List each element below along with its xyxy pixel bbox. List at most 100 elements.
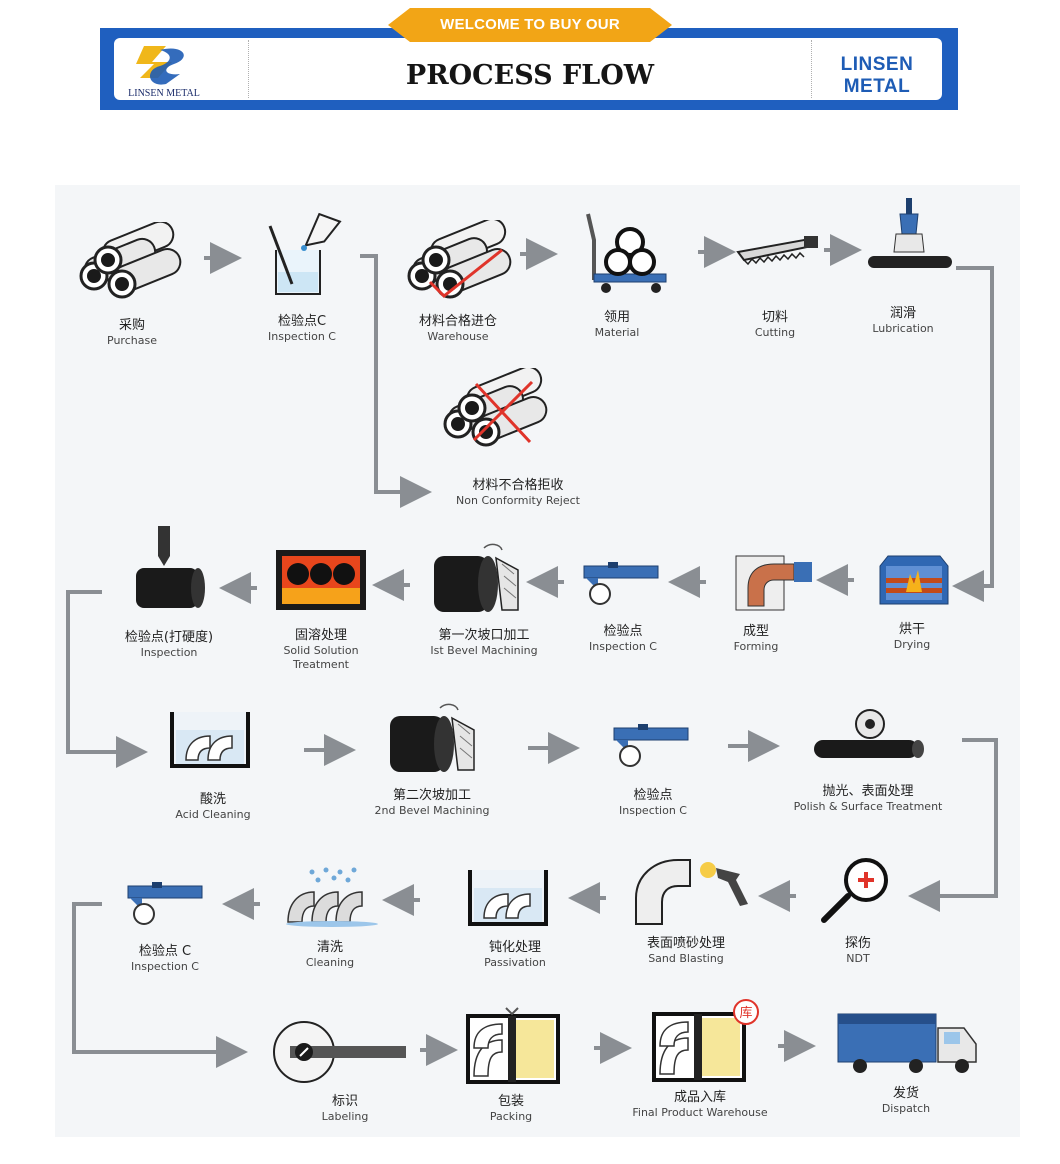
- step-hardness: [130, 522, 210, 614]
- label-cn: 烘干: [898, 622, 925, 637]
- step-cutting: [734, 232, 820, 268]
- step-bevel2: [386, 700, 478, 776]
- passivation-tank-icon: [468, 870, 548, 926]
- label-cn: 领用: [603, 310, 630, 325]
- step-cleaning: [282, 866, 382, 928]
- caliper-icon: [613, 724, 689, 767]
- step-inspection-c4: [124, 880, 204, 928]
- label-en: 2nd Bevel Machining: [374, 804, 490, 817]
- step-sand: [632, 852, 752, 926]
- elbow-forming-icon: [735, 555, 812, 611]
- label-cn: 钝化处理: [488, 940, 541, 955]
- step-dispatch: [836, 1010, 986, 1074]
- label-inspection-c3: 检验点 Inspection C: [598, 788, 708, 818]
- label-cutting: 切料 Cutting: [732, 310, 818, 340]
- label-en: Inspection C: [619, 804, 687, 817]
- label-cn: 成品入库: [673, 1090, 726, 1105]
- acid-tank-icon: [170, 712, 250, 768]
- step-inspection-c3: [610, 722, 690, 770]
- label-en: Lubrication: [872, 322, 934, 335]
- label-en: Acid Cleaning: [175, 808, 251, 821]
- label-cn: 检验点 C: [138, 944, 192, 959]
- label-solid-solution: 固溶处理 Solid Solution Treatment: [266, 628, 376, 672]
- step-solid-solution: [274, 548, 368, 612]
- step-bevel1: [430, 540, 522, 616]
- label-en: Labeling: [321, 1110, 369, 1123]
- saw-icon: [736, 236, 818, 266]
- step-labeling: [270, 1018, 410, 1088]
- step-purchase: [76, 222, 186, 302]
- label-en: Inspection: [140, 646, 198, 659]
- label-inspection-c1: 检验点C Inspection C: [250, 314, 354, 344]
- step-material: [584, 210, 670, 296]
- step-reject: [440, 368, 554, 452]
- step-packing: [466, 1002, 560, 1084]
- label-en: Cleaning: [305, 956, 355, 969]
- stocked-package-icon: 库: [652, 999, 759, 1082]
- label-inspection-c4: 检验点 C Inspection C: [110, 944, 220, 974]
- company-logo: LINSEN METAL: [114, 40, 248, 99]
- label-cn: 抛光、表面处理: [822, 784, 914, 799]
- label-cn: 标识: [331, 1094, 358, 1109]
- label-material: 领用 Material: [574, 310, 660, 340]
- label-acid: 酸洗 Acid Cleaning: [158, 792, 268, 822]
- label-cn: 采购: [118, 318, 145, 333]
- polisher-icon: [814, 709, 924, 758]
- warehouse-stamp: 库: [739, 1005, 752, 1021]
- caliper-icon: [583, 562, 659, 605]
- package-icon: [466, 1007, 560, 1084]
- label-cn: 表面喷砂处理: [646, 936, 725, 951]
- label-en: Inspection C: [131, 960, 199, 973]
- hardness-tester-icon: [136, 526, 205, 608]
- step-warehouse: [404, 220, 518, 304]
- label-cn: 固溶处理: [294, 628, 347, 643]
- bevel-icon: [390, 703, 475, 772]
- beaker-icon: [268, 212, 342, 295]
- label-cn: 检验点(打硬度): [124, 630, 214, 645]
- welcome-ribbon: WELCOME TO BUY OUR PRODUCTS: [388, 8, 672, 67]
- divider: [248, 40, 249, 98]
- step-inspection-c2: [580, 560, 660, 608]
- label-en: Non Conformity Reject: [456, 494, 580, 507]
- oven-icon: [879, 555, 949, 605]
- label-cleaning: 清洗 Cleaning: [282, 940, 378, 970]
- label-en: Drying: [893, 638, 931, 651]
- label-en: Final Product Warehouse: [632, 1106, 768, 1119]
- label-en: Inspection C: [268, 330, 336, 343]
- label-passivation: 钝化处理 Passivation: [460, 940, 570, 970]
- label-en: Forming: [733, 640, 779, 653]
- step-polish: [810, 706, 928, 766]
- label-cn: 发货: [892, 1086, 919, 1101]
- logo-wordmark: LINSEN METAL: [128, 88, 200, 99]
- trolley-icon: [586, 213, 667, 293]
- bevel-icon: [434, 543, 519, 612]
- label-en: Passivation: [484, 956, 546, 969]
- page-title: PROCESS FLOW: [405, 60, 655, 91]
- pipes-checked-icon: [407, 220, 512, 299]
- label-cn: 探伤: [844, 936, 871, 951]
- label-ndt: 探伤 NDT: [820, 936, 896, 966]
- truck-icon: [837, 1013, 977, 1073]
- label-en: Polish & Surface Treatment: [793, 800, 943, 813]
- label-bevel1: 第一次坡口加工 Ist Bevel Machining: [410, 628, 558, 658]
- label-en: Warehouse: [427, 330, 489, 343]
- label-bevel2: 第二次坡加工 2nd Bevel Machining: [360, 788, 504, 818]
- brand-name: LINSEN METAL: [840, 54, 914, 97]
- step-forming: [732, 548, 816, 612]
- step-acid: [168, 708, 252, 770]
- welcome-text: WELCOME TO BUY OUR PRODUCTS: [440, 16, 620, 67]
- label-hardness: 检验点(打硬度) Inspection: [104, 630, 234, 660]
- step-inspection-c1: [262, 210, 342, 302]
- label-labeling: 标识 Labeling: [300, 1094, 390, 1124]
- label-en: Inspection C: [589, 640, 657, 653]
- label-polish: 抛光、表面处理 Polish & Surface Treatment: [786, 784, 950, 814]
- furnace-icon: [276, 550, 366, 610]
- label-final-warehouse: 成品入库 Final Product Warehouse: [620, 1090, 780, 1120]
- label-cn: 成型: [742, 624, 769, 639]
- label-cn: 材料不合格拒收: [472, 478, 564, 493]
- pipes-rejected-icon: [443, 368, 548, 447]
- spray-gun-icon: [635, 859, 748, 925]
- label-en: Cutting: [754, 326, 796, 339]
- label-en: Material: [594, 326, 640, 339]
- pipes-icon: [79, 222, 182, 299]
